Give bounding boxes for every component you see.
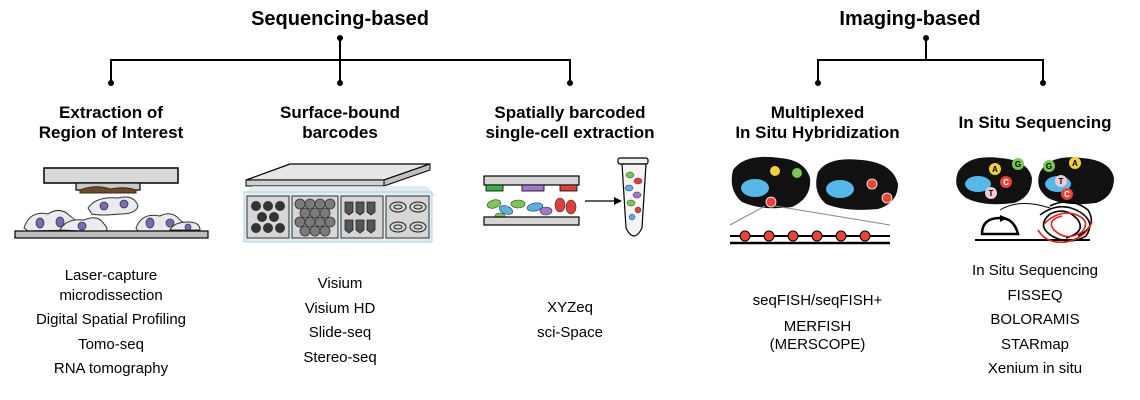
method-item: In Situ Sequencing [972,262,1098,279]
method-item: Xenium in situ [987,360,1083,377]
fish-cells-and-probe-illustration [729,156,898,245]
svg-text:A: A [1072,159,1078,168]
method-item: XYZeq [547,299,593,316]
method-item: (MERSCOPE) [769,335,866,353]
method-list-surface-bound: Visium Visium HD Slide-seq Stereo-seq [245,272,435,370]
category-title-extraction: Extraction of Region of Interest [38,103,184,142]
method-list-in-situ-sequencing: In Situ Sequencing FISSEQ BOLORAMIS STAR… [940,259,1130,382]
laser-capture-microscope-illustration [14,167,209,239]
method-list-single-cell: XYZeq sci-Space [460,296,680,345]
svg-text:G: G [1046,162,1052,171]
method-item: Stereo-seq [303,348,377,366]
method-item: Digital Spatial Profiling [35,311,187,328]
category-title-multiplexed-ish: Multiplexed In Situ Hybridization [735,103,900,142]
svg-text:C: C [1064,190,1070,199]
svg-text:G: G [1015,160,1021,169]
method-item: RNA tomography [53,360,169,377]
group-title-sequencing: Sequencing-based [251,8,429,30]
method-item: FISSEQ [1007,286,1063,304]
method-item: MERFISH [783,317,852,335]
method-list-multiplexed-ish: seqFISH/seqFISH+ MERFISH (MERSCOPE) [710,289,925,354]
method-item: Visium HD [304,299,376,317]
method-item: Tomo-seq [78,335,144,353]
method-item: Laser-capture [64,267,158,284]
barcoded-slide-illustration [243,163,436,243]
svg-text:C: C [1003,178,1009,187]
rolling-circle-amplification-illustration: A G C T G A T C [956,157,1114,244]
method-item: seqFISH/seqFISH+ [752,292,883,309]
category-title-surface-bound: Surface-bound barcodes [280,103,400,142]
svg-text:T: T [989,189,994,198]
svg-text:T: T [1059,177,1064,186]
category-title-single-cell: Spatially barcoded single-cell extractio… [485,103,655,142]
method-list-extraction: Laser-capture microdissection Digital Sp… [0,264,222,382]
category-title-in-situ-sequencing: In Situ Sequencing [958,113,1112,132]
method-item: Slide-seq [308,324,372,341]
method-item: sci-Space [537,323,603,341]
barcoded-wells-and-tube-illustration [483,157,649,237]
group-title-imaging: Imaging-based [839,8,981,30]
method-item: Visium [317,275,363,292]
svg-text:A: A [992,165,998,174]
method-item: BOLORAMIS [990,311,1080,328]
method-item: microdissection [59,286,163,304]
method-item: STARmap [1000,335,1070,353]
